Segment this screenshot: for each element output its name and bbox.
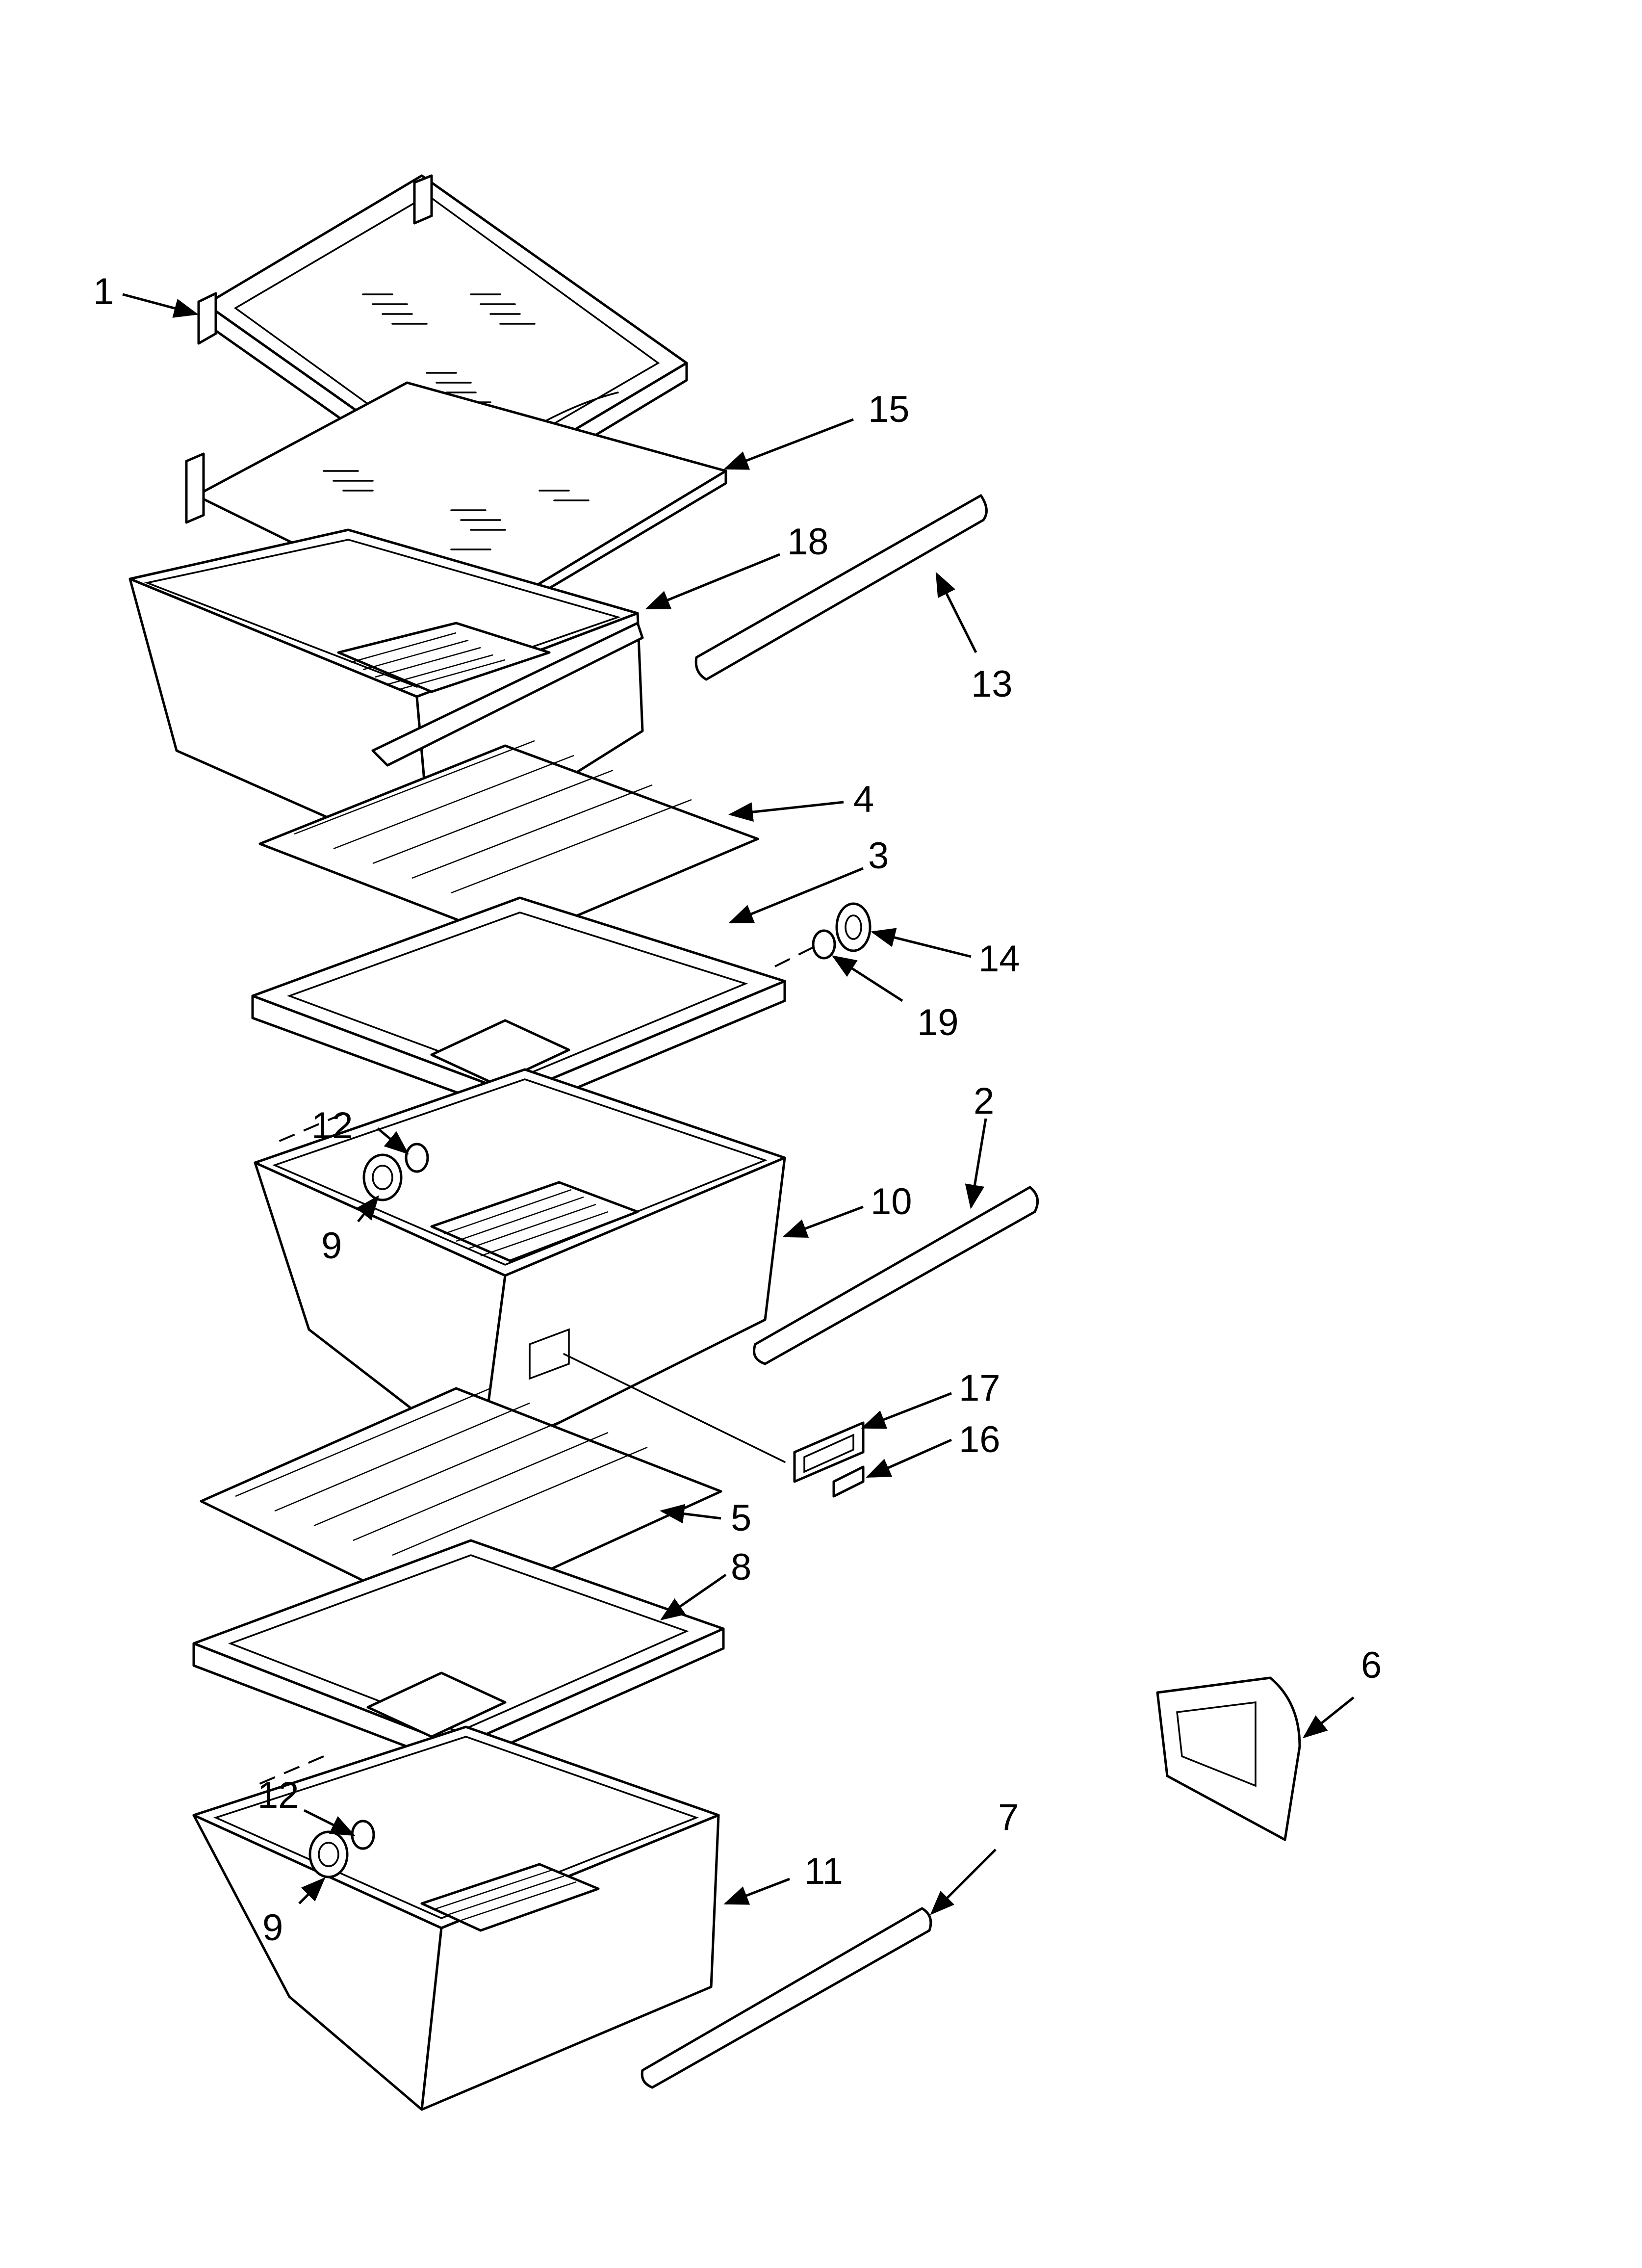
callout-4: 4 (853, 779, 874, 820)
callout-12-upper: 12 (311, 1105, 353, 1147)
part-13-drawer-trim (694, 494, 988, 681)
leader-lines (122, 293, 1355, 1915)
part-4-upper-cover-glass (258, 740, 759, 943)
callout-8: 8 (731, 1546, 751, 1588)
part-10-crisper-drawer (254, 1068, 786, 1463)
callout-5: 5 (731, 1497, 751, 1539)
callout-11: 11 (804, 1851, 843, 1892)
part-19-screw (812, 929, 836, 960)
part-16-humidity-clip (832, 1465, 865, 1498)
callout-6: 6 (1361, 1644, 1382, 1686)
callout-12-lower: 12 (257, 1774, 299, 1816)
part-11-crisper-drawer (192, 1725, 720, 2111)
callout-14: 14 (978, 938, 1020, 980)
callout-16: 16 (959, 1419, 1001, 1460)
part-5-lower-cover-glass (200, 1387, 722, 1620)
callout-9-upper: 9 (321, 1225, 342, 1267)
part-3-upper-cover-frame (251, 896, 786, 1115)
callout-1: 1 (93, 271, 114, 313)
glass-glare-marks (362, 293, 536, 403)
callout-13: 13 (971, 663, 1013, 705)
part-8-lower-cover-frame (192, 1539, 725, 1768)
callout-3: 3 (868, 835, 889, 877)
part-12-bearing-lower (351, 1820, 375, 1850)
part-9-wheel-upper (362, 1153, 403, 1201)
callout-18: 18 (787, 521, 829, 563)
part-2-drawer-trim (753, 1186, 1039, 1365)
part-7-drawer-trim (641, 1907, 932, 2089)
part-6-label-holder (1156, 1676, 1301, 1841)
callout-7: 7 (998, 1797, 1019, 1838)
callout-10: 10 (871, 1181, 912, 1223)
callout-2: 2 (974, 1080, 994, 1122)
part-14-roller (835, 902, 872, 952)
callout-9-lower: 9 (262, 1907, 283, 1949)
callout-19: 19 (917, 1002, 959, 1043)
part-12-bearing-upper (405, 1143, 429, 1173)
callout-15: 15 (868, 389, 910, 430)
part-18-upper-crisper-pan (128, 528, 644, 865)
callout-labels: 1 15 18 13 4 3 14 19 2 12 9 10 17 16 5 8… (93, 271, 1382, 1949)
part-17-humidity-slide (793, 1421, 865, 1483)
callout-17: 17 (959, 1367, 1001, 1409)
part-9-wheel-lower (308, 1830, 349, 1878)
